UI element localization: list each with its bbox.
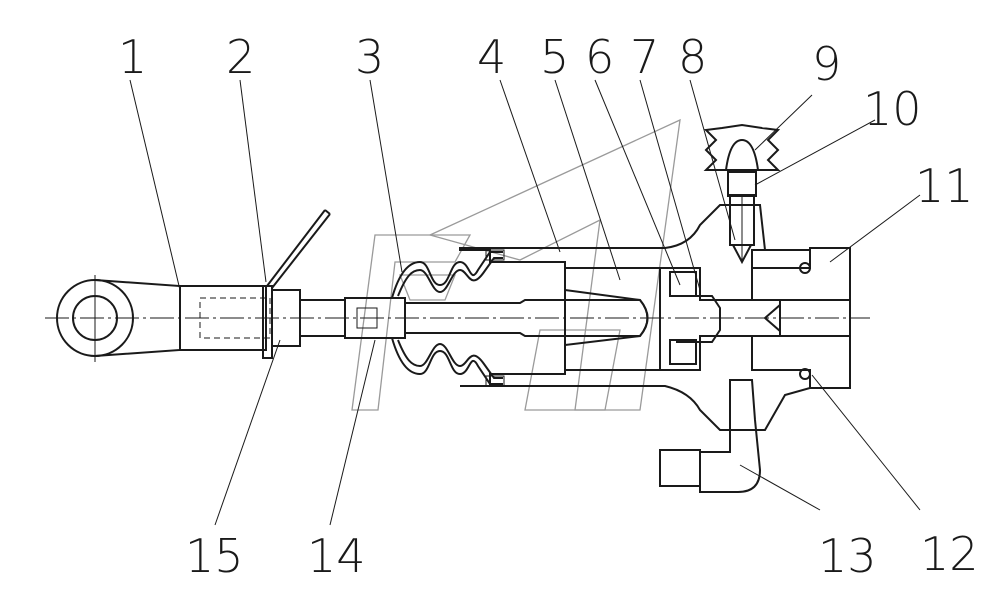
callout-13: 13 [818, 529, 877, 583]
callout-3: 3 [355, 30, 384, 84]
rod-end-eye [56, 275, 271, 362]
piston-spring-seat [676, 295, 721, 343]
callout-1: 1 [118, 30, 147, 84]
callout-14: 14 [307, 529, 366, 583]
piston-seal-upper [669, 271, 697, 297]
piston-seal-lower [669, 339, 697, 365]
callout-8: 8 [678, 30, 707, 84]
callout-7: 7 [630, 30, 659, 84]
adjust-nut [271, 289, 301, 347]
piston [564, 267, 661, 371]
o-ring-upper [799, 262, 811, 274]
callout-11: 11 [915, 159, 974, 213]
elbow-fitting [659, 379, 762, 493]
callout-12: 12 [920, 527, 979, 581]
o-ring-lower [799, 368, 811, 380]
dust-boot [391, 249, 505, 387]
end-plug [751, 247, 851, 389]
callout-2: 2 [226, 30, 255, 84]
bleeder-nut [727, 171, 757, 197]
callout-15: 15 [185, 529, 244, 583]
callout-9: 9 [812, 37, 841, 91]
leader-lines [129, 79, 921, 526]
callout-5: 5 [540, 30, 569, 84]
callout-6: 6 [585, 30, 614, 84]
callout-4: 4 [477, 30, 506, 84]
watermark-logo [351, 118, 681, 411]
callout-10: 10 [863, 82, 922, 136]
bleeder-cap [703, 123, 781, 171]
